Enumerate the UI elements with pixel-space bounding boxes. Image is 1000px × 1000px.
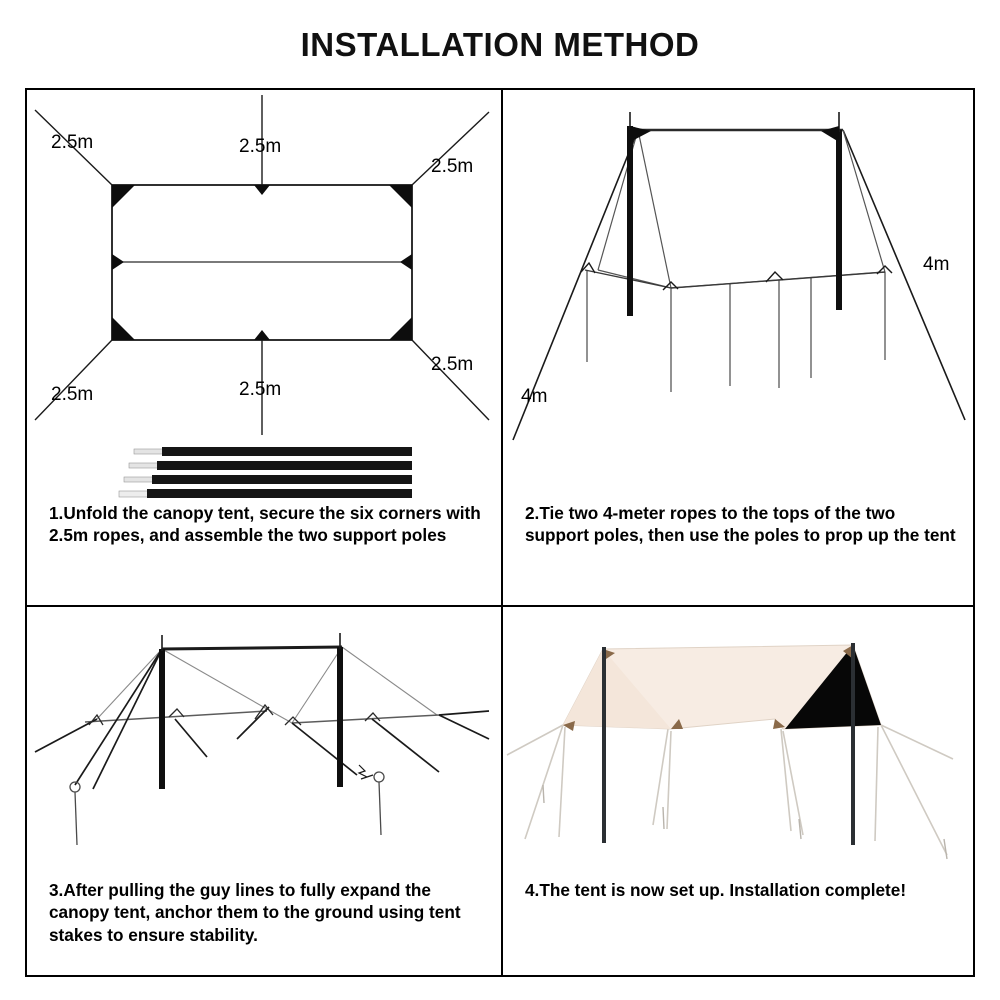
top-corner-gussets	[630, 126, 839, 142]
label-rope-top-right: 2.5m	[431, 156, 473, 177]
guyline-top-right	[411, 111, 490, 186]
support-pole-segments	[118, 447, 412, 498]
caption-step-3: 3.After pulling the guy lines to fully e…	[49, 880, 461, 945]
caption-step-4: 4.The tent is now set up. Installation c…	[525, 880, 907, 900]
grid-vertical-divider	[501, 90, 503, 975]
support-pole-right	[836, 130, 842, 310]
support-pole-right	[337, 647, 343, 787]
label-rope-bottom-left: 2.5m	[51, 384, 93, 405]
diagram-step-1-flat-tarp: 2.5m 2.5m 2.5m 2.5m 2.5m 2.5m	[34, 95, 490, 498]
guyline-top-left	[34, 109, 113, 186]
label-rope-top-center: 2.5m	[239, 136, 281, 157]
label-rope-top-left: 2.5m	[51, 132, 93, 153]
ridge-line	[161, 645, 343, 651]
edge-notches	[580, 261, 893, 291]
mid-attachment-notches	[112, 185, 412, 340]
tent-stake-left	[69, 781, 81, 846]
panel-step-4: 4.The tent is now set up. Installation c…	[503, 607, 973, 977]
corner-gussets	[112, 185, 412, 340]
diagram-step-4-finished-tent	[506, 643, 954, 860]
label-rope-bottom-right: 2.5m	[431, 354, 473, 375]
diagram-step-2-propped-tarp: 4m 4m	[512, 112, 966, 441]
grid-horizontal-divider	[27, 605, 973, 607]
support-pole-left	[159, 649, 165, 789]
tent-stake-right	[373, 771, 385, 836]
ground-stakes	[542, 784, 948, 860]
tarp-lower-edge	[84, 710, 440, 724]
label-rope-bottom-center: 2.5m	[239, 379, 281, 400]
panel-step-1: 2.5m 2.5m 2.5m 2.5m 2.5m 2.5m	[27, 90, 501, 605]
guylines	[34, 648, 490, 790]
diagram-step-3-staked-tent	[34, 633, 490, 846]
guyline-bottom-left	[34, 339, 113, 421]
panel-step-3: 3.After pulling the guy lines to fully e…	[27, 607, 501, 977]
page-title: INSTALLATION METHOD	[300, 26, 700, 63]
ground-stakes	[586, 270, 886, 392]
canopy-black-end-panel	[785, 645, 881, 729]
guyline-4m-left	[512, 129, 639, 441]
guyline-4m-right	[842, 129, 966, 421]
label-rope-left-4m: 4m	[521, 386, 547, 407]
tarp-wireframe	[96, 646, 438, 724]
caption-step-1: 1.Unfold the canopy tent, secure the six…	[49, 503, 481, 546]
guylines	[506, 724, 954, 856]
label-rope-right-4m: 4m	[923, 254, 949, 275]
support-pole-right	[851, 643, 855, 845]
panel-step-2: 4m 4m 2.Tie two 4-meter ropes to the top…	[503, 90, 973, 605]
edge-loops	[88, 703, 381, 726]
panel-grid: 2.5m 2.5m 2.5m 2.5m 2.5m 2.5m	[25, 88, 975, 977]
caption-step-2: 2.Tie two 4-meter ropes to the tops of t…	[525, 503, 956, 546]
canopy-fold-shading	[563, 649, 671, 729]
rope-coil	[357, 764, 374, 780]
guyline-bottom-right	[411, 339, 490, 421]
support-pole-left	[602, 647, 606, 843]
support-pole-left	[627, 126, 633, 316]
